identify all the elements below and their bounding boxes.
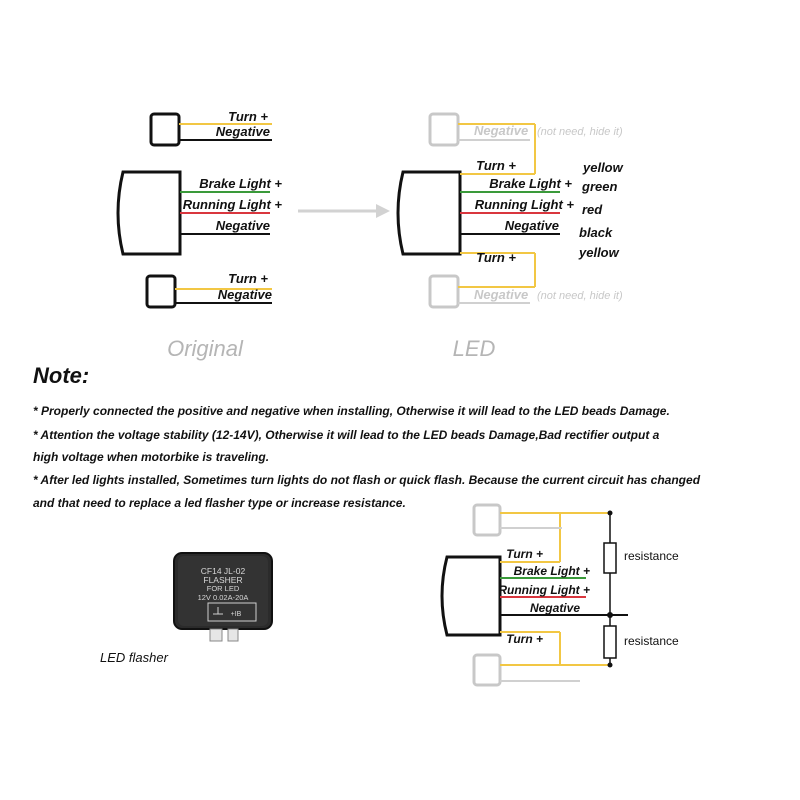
original-bottom-negative-label: Negative bbox=[218, 287, 272, 302]
resistance-bottom-label: resistance bbox=[624, 634, 679, 648]
led-main-housing bbox=[396, 170, 462, 256]
flasher-line-4: 12V 0.02A-20A bbox=[198, 593, 249, 602]
led-brake-label: Brake Light + bbox=[489, 176, 572, 191]
color-name-yellow-2: yellow bbox=[578, 245, 620, 260]
color-name-red: red bbox=[582, 202, 603, 217]
resistor-running-label: Running Light + bbox=[498, 583, 590, 597]
original-top-bulb bbox=[149, 112, 181, 147]
flasher-pin-2 bbox=[227, 628, 239, 642]
flasher-terminal-label: +IB bbox=[231, 611, 242, 618]
color-name-green: green bbox=[581, 179, 617, 194]
original-negative-label: Negative bbox=[216, 218, 270, 233]
arrow-head-icon bbox=[376, 204, 390, 218]
led-turn-bottom-label: Turn + bbox=[476, 250, 516, 265]
resistor-turn-bottom-label: Turn + bbox=[506, 632, 543, 646]
led-top-bulb-faded bbox=[428, 112, 460, 147]
original-running-label: Running Light + bbox=[183, 197, 283, 212]
original-main-housing bbox=[116, 170, 182, 256]
led-caption: LED bbox=[453, 336, 496, 361]
color-name-black: black bbox=[579, 225, 613, 240]
junction-top bbox=[607, 510, 613, 516]
resistor-brake-label: Brake Light + bbox=[514, 564, 590, 578]
note-line-1: * Properly connected the positive and ne… bbox=[33, 404, 670, 418]
led-main-light: Turn + Brake Light + Running Light + Neg… bbox=[396, 158, 575, 265]
resistor-main-housing bbox=[440, 555, 502, 637]
flasher-line-2: FLASHER bbox=[203, 575, 242, 585]
transform-arrow bbox=[298, 204, 390, 218]
flasher-face bbox=[178, 556, 268, 626]
led-bottom-hint: (not need, hide it) bbox=[537, 290, 623, 302]
junction-middle bbox=[607, 612, 613, 618]
resistor-turn-top-label: Turn + bbox=[506, 547, 543, 561]
flasher-line-3: FOR LED bbox=[207, 584, 240, 593]
led-bottom-negative-label: Negative bbox=[474, 287, 528, 302]
led-bottom-indicator: Negative (not need, hide it) bbox=[428, 253, 623, 309]
resistance-top-label: resistance bbox=[624, 549, 679, 563]
note-line-3: high voltage when motorbike is traveling… bbox=[33, 450, 270, 464]
original-caption: Original bbox=[167, 336, 244, 361]
original-bottom-turn-label: Turn + bbox=[228, 271, 268, 286]
flasher-terminal-box bbox=[207, 602, 257, 622]
led-running-label: Running Light + bbox=[475, 197, 575, 212]
led-top-negative-label: Negative bbox=[474, 123, 528, 138]
led-top-indicator: Negative (not need, hide it) bbox=[428, 112, 623, 174]
led-flasher-relay: CF14 JL-02 FLASHER FOR LED 12V 0.02A-20A… bbox=[173, 552, 273, 642]
resistor-bottom-icon bbox=[603, 625, 617, 659]
original-bottom-indicator: Turn + Negative bbox=[145, 271, 272, 309]
led-color-names: yellow green red black yellow bbox=[578, 160, 624, 260]
led-bottom-bulb-faded bbox=[428, 274, 460, 309]
note-line-2: * Attention the voltage stability (12-14… bbox=[33, 428, 660, 442]
flasher-pin-1 bbox=[209, 628, 223, 642]
resistor-negative-label: Negative bbox=[530, 601, 580, 615]
note-line-4: * After led lights installed, Sometimes … bbox=[33, 473, 701, 487]
original-main-light: Brake Light + Running Light + Negative bbox=[116, 170, 283, 256]
led-turn-top-label: Turn + bbox=[476, 158, 516, 173]
flasher-line-1: CF14 JL-02 bbox=[201, 566, 246, 576]
flasher-label: LED flasher bbox=[100, 650, 168, 665]
resistor-top-bulb-faded bbox=[472, 503, 502, 537]
color-name-yellow: yellow bbox=[582, 160, 624, 175]
led-negative-label: Negative bbox=[505, 218, 559, 233]
resistor-top-icon bbox=[603, 542, 617, 574]
original-brake-label: Brake Light + bbox=[199, 176, 282, 191]
original-top-negative-label: Negative bbox=[216, 124, 270, 139]
resistor-diagram: Turn + Brake Light + Running Light + Neg… bbox=[440, 503, 679, 687]
note-line-5: and that need to replace a led flasher t… bbox=[33, 496, 406, 510]
original-top-indicator: Turn + Negative bbox=[149, 109, 272, 147]
resistor-bottom-bulb-faded bbox=[472, 653, 502, 687]
led-top-hint: (not need, hide it) bbox=[537, 126, 623, 138]
original-bottom-bulb bbox=[145, 274, 177, 309]
junction-bottom bbox=[607, 662, 613, 668]
original-top-turn-label: Turn + bbox=[228, 109, 268, 124]
note-title: Note: bbox=[33, 363, 90, 388]
